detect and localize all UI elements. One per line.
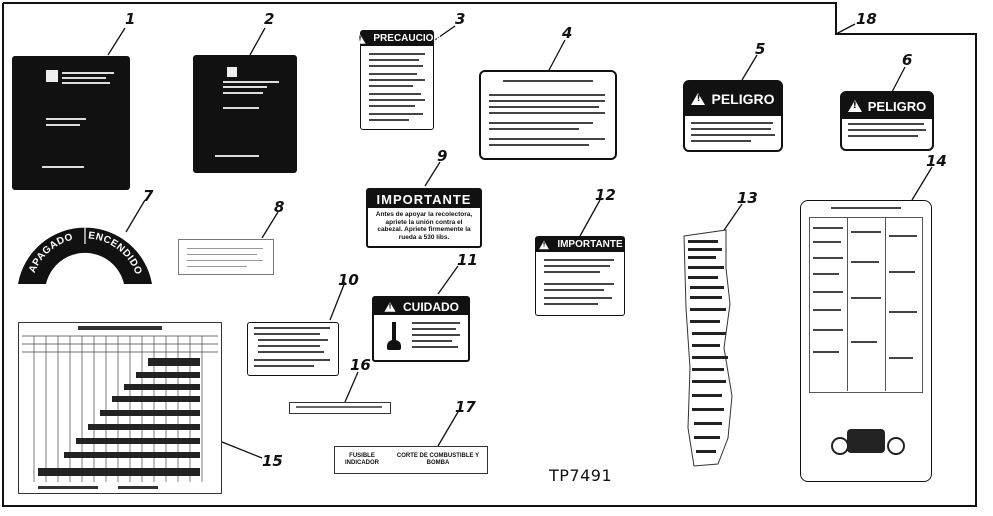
lubrication-chart-decal [800,200,932,482]
callout-5: 5 [755,40,766,58]
machine-diagram-icon [825,421,907,461]
peligro-decal-6: PELIGRO [840,91,934,151]
strip-label-16 [289,402,391,414]
callout-14: 14 [926,152,947,170]
figure-reference: TP7491 [549,466,613,485]
callout-4: 4 [562,24,573,42]
callout-11: 11 [457,251,478,269]
callout-8: 8 [274,198,285,216]
importante-decal-12: IMPORTANTE [535,236,625,316]
warning-triangle-icon [847,100,862,112]
peligro-heading-6: PELIGRO [867,98,927,114]
fusible-indicador-label: FUSIBLE INDICADOR [345,453,379,466]
corte-combustible-label: CORTE DE COMBUSTIBLE Y BOMBA [396,453,480,466]
callout-1: 1 [125,10,136,28]
callout-6: 6 [902,51,913,69]
fuse-fuel-cutoff-decal: FUSIBLE INDICADOR CORTE DE COMBUSTIBLE Y… [334,446,488,474]
callout-16: 16 [350,356,371,374]
importante-9-text: Antes de apoyar la recolectora, apriete … [375,211,473,241]
callout-13: 13 [737,189,758,207]
lever-pictogram-icon [384,322,404,354]
cuidado-decal: CUIDADO [372,296,470,362]
callout-15: 15 [262,452,283,470]
instruction-decal-10 [247,322,339,376]
importante-heading-12: IMPORTANTE [557,239,623,250]
warning-triangle-icon [384,301,396,312]
importante-decal-9: IMPORTANTE Antes de apoyar la recolector… [366,188,482,248]
peligro-heading-5: PELIGRO [711,91,775,107]
deer-logo-icon [46,70,58,82]
precaucion-decal: PRECAUCION [354,30,441,130]
warning-triangle-icon [691,93,706,105]
callout-18: 18 [856,10,877,28]
label-decal-8 [178,239,274,275]
callout-2: 2 [264,10,275,28]
precaucion-heading: PRECAUCION [373,33,441,44]
capacity-table-decal-15 [18,322,222,494]
strip-decal-13 [683,229,733,467]
hydraulic-notice-decal [479,70,617,160]
importante-heading-9: IMPORTANTE [376,191,472,207]
operator-manual-1 [12,56,130,190]
callout-7: 7 [143,187,154,205]
callout-3: 3 [455,10,466,28]
peligro-decal-5: PELIGRO [683,80,783,152]
deer-logo-icon [227,67,237,77]
warning-triangle-icon [539,240,550,249]
callout-12: 12 [595,186,616,204]
operator-manual-2 [193,55,297,173]
warning-triangle-icon [354,33,366,44]
callout-9: 9 [437,147,448,165]
callout-17: 17 [455,398,476,416]
cuidado-heading: CUIDADO [403,299,459,314]
callout-10: 10 [338,271,359,289]
key-switch-arc-decal: APAGADO ENCENDIDO [18,222,152,284]
